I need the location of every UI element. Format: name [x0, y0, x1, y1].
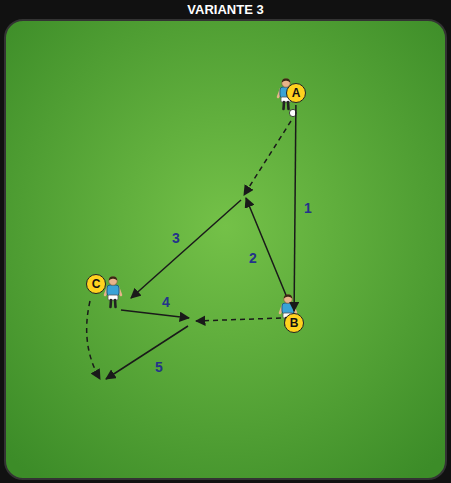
pass-arrow	[131, 200, 241, 298]
ball	[289, 109, 296, 116]
player-letter: B	[290, 317, 299, 329]
pass-arrow	[121, 310, 189, 318]
callout-number: 1	[304, 201, 312, 215]
callout-number: 5	[155, 360, 163, 374]
run-arrow	[196, 318, 281, 321]
player-letter: A	[292, 87, 301, 99]
run-arrow	[87, 301, 100, 379]
player-marker: B	[284, 313, 304, 333]
callout-number: 3	[172, 231, 180, 245]
player-letter: C	[92, 278, 101, 290]
pitch	[5, 20, 446, 479]
player-figure	[105, 277, 121, 307]
pass-arrow	[106, 326, 188, 379]
pass-arrow	[246, 198, 288, 300]
player-marker: A	[286, 83, 306, 103]
run-arrow	[244, 121, 291, 195]
callout-number: 4	[162, 295, 170, 309]
callout-number: 2	[249, 251, 257, 265]
player-marker: C	[86, 274, 106, 294]
diagram-title: VARIANTE 3	[0, 3, 451, 16]
pass-arrow	[294, 105, 296, 311]
